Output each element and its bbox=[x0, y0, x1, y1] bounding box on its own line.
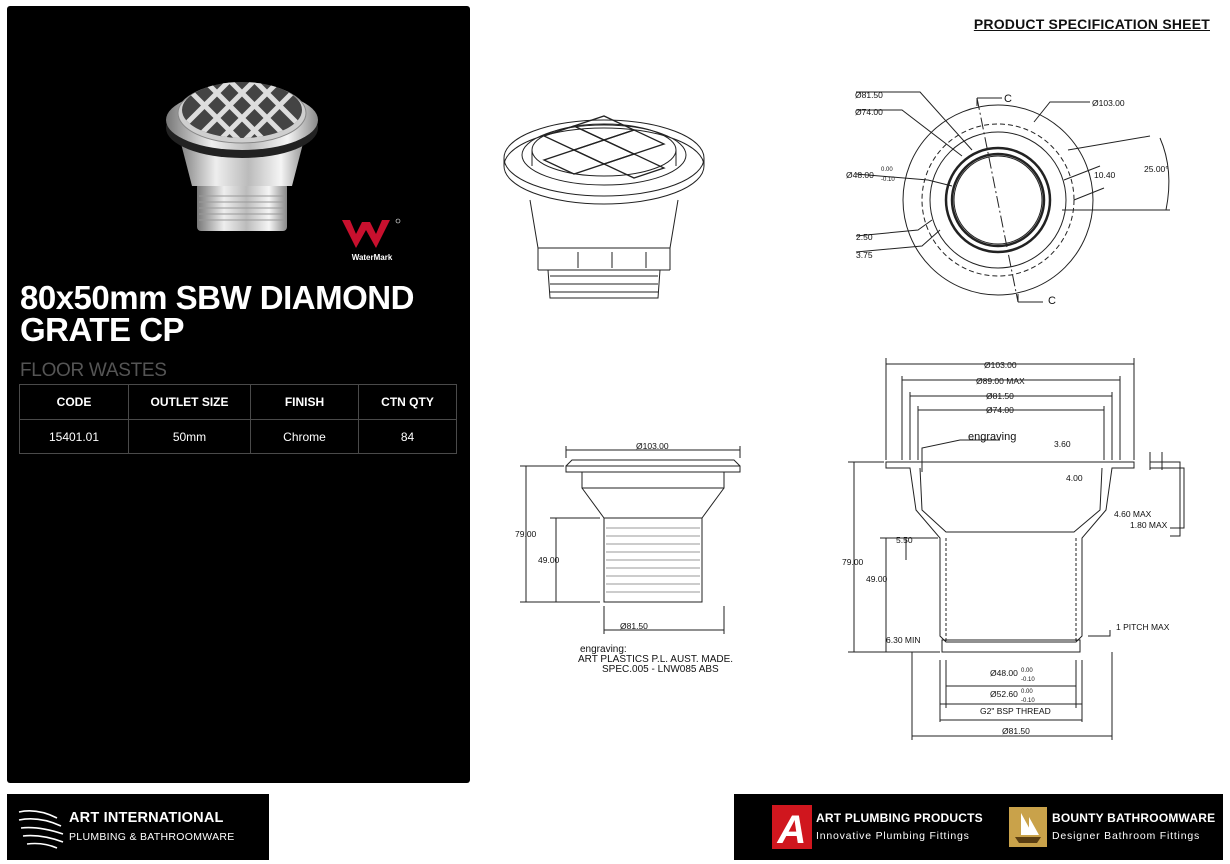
header-ctn-qty: CTN QTY bbox=[358, 384, 457, 420]
watermark-label: WaterMark bbox=[351, 253, 393, 262]
bounty-ship-icon bbox=[1009, 807, 1047, 847]
cell-outlet-size: 50mm bbox=[128, 419, 251, 454]
sec-dim-d5260-tol-dn: -0.10 bbox=[1021, 698, 1035, 704]
sec-dim-d4800-tol-dn: -0.10 bbox=[1021, 677, 1035, 683]
sec-dim-d8150-bottom: Ø81.50 bbox=[1002, 726, 1030, 736]
bounty-name: BOUNTY BATHROOMWARE bbox=[1052, 811, 1216, 825]
side-dim-7900: 79.00 bbox=[515, 529, 537, 539]
art-plumbing-tagline: Innovative Plumbing Fittings bbox=[816, 830, 970, 842]
table-row: 15401.01 50mm Chrome 84 bbox=[19, 419, 457, 454]
product-photo bbox=[166, 82, 318, 231]
sec-dim-360: 3.60 bbox=[1054, 439, 1071, 449]
cell-finish: Chrome bbox=[250, 419, 359, 454]
art-international-name: ART INTERNATIONAL bbox=[69, 810, 224, 826]
dim-d4800: Ø48.00 bbox=[846, 170, 874, 180]
side-view-drawing bbox=[520, 446, 741, 634]
product-title-line2: GRATE CP bbox=[20, 311, 185, 348]
product-category: FLOOR WASTES bbox=[20, 360, 167, 381]
dim-250: 2.50 bbox=[856, 232, 873, 242]
dim-375: 3.75 bbox=[856, 250, 873, 260]
sec-dim-d5260: Ø52.60 bbox=[990, 689, 1018, 699]
product-panel: WaterMark 80x50mm SBW DIAMOND GRATE CP F… bbox=[7, 6, 470, 783]
art-plumbing-logo-letter: A bbox=[777, 808, 807, 849]
bounty-tagline: Designer Bathroom Fittings bbox=[1052, 830, 1201, 842]
product-title: 80x50mm SBW DIAMOND GRATE CP bbox=[20, 279, 460, 348]
sec-dim-d8900: Ø89.00 MAX bbox=[976, 376, 1025, 386]
spec-table-header-row: CODE OUTLET SIZE FINISH CTN QTY bbox=[19, 384, 457, 420]
engraving-line2: SPEC.005 - LNW085 ABS bbox=[602, 664, 719, 675]
sec-dim-d5260-tol-up: 0.00 bbox=[1021, 689, 1033, 695]
cell-code: 15401.01 bbox=[19, 419, 129, 454]
dim-d10300: Ø103.00 bbox=[1092, 98, 1125, 108]
dim-d4800-tol-dn: -0.10 bbox=[881, 177, 895, 183]
sec-dim-d10300: Ø103.00 bbox=[984, 360, 1017, 370]
product-title-line1: 80x50mm SBW DIAMOND bbox=[20, 279, 414, 316]
sec-dim-7900: 79.00 bbox=[842, 557, 864, 567]
side-dim-d8150: Ø81.50 bbox=[620, 621, 648, 631]
dim-d8150: Ø81.50 bbox=[855, 90, 883, 100]
sec-dim-400: 4.00 bbox=[1066, 473, 1083, 483]
sec-dim-550: 5.50 bbox=[896, 535, 913, 545]
art-plumbing-name: ART PLUMBING PRODUCTS bbox=[816, 811, 983, 825]
art-plumbing-logo-icon: A bbox=[772, 805, 812, 849]
sec-dim-460: 4.60 MAX bbox=[1114, 509, 1152, 519]
side-view-labels: Ø103.00 79.00 49.00 Ø81.50 engraving: AR… bbox=[515, 441, 733, 675]
footer-art-international: ART INTERNATIONAL PLUMBING & BATHROOMWAR… bbox=[7, 794, 269, 860]
watermark-logo: WaterMark bbox=[337, 216, 407, 262]
side-dim-4900: 49.00 bbox=[538, 555, 560, 565]
sheet-title: PRODUCT SPECIFICATION SHEET bbox=[973, 16, 1210, 32]
sec-dim-d8150: Ø81.50 bbox=[986, 391, 1014, 401]
section-mark-c-bottom: C bbox=[1048, 295, 1056, 307]
isometric-drawing bbox=[503, 115, 705, 299]
sec-dim-180: 1.80 MAX bbox=[1130, 520, 1168, 530]
dim-angle: 25.00° bbox=[1144, 164, 1169, 174]
sec-engraving: engraving bbox=[968, 431, 1016, 443]
watermark-icon bbox=[342, 218, 401, 248]
top-view-labels: Ø81.50 Ø74.00 Ø103.00 Ø48.00 0.00 -0.10 … bbox=[846, 90, 1169, 307]
side-dim-d10300: Ø103.00 bbox=[636, 441, 669, 451]
header-code: CODE bbox=[19, 384, 129, 420]
spec-table: CODE OUTLET SIZE FINISH CTN QTY 15401.01… bbox=[19, 384, 457, 454]
section-mark-c-top: C bbox=[1004, 93, 1012, 105]
dim-d4800-tol-up: 0.00 bbox=[881, 167, 893, 173]
art-international-wave-icon bbox=[18, 810, 64, 849]
sec-dim-d4800-tol-up: 0.00 bbox=[1021, 668, 1033, 674]
cell-ctn-qty: 84 bbox=[358, 419, 457, 454]
header-outlet-size: OUTLET SIZE bbox=[128, 384, 251, 420]
watermark-w-shape bbox=[342, 220, 390, 248]
dim-1040: 10.40 bbox=[1094, 170, 1116, 180]
engraving-line1: ART PLASTICS P.L. AUST. MADE. bbox=[578, 654, 733, 665]
engraving-label: engraving: bbox=[580, 644, 627, 655]
top-view-drawing bbox=[855, 91, 1170, 303]
footer-brands: A ART PLUMBING PRODUCTS Innovative Plumb… bbox=[734, 794, 1223, 860]
sec-dim-4900: 49.00 bbox=[866, 574, 888, 584]
art-international-tagline: PLUMBING & BATHROOMWARE bbox=[69, 831, 235, 843]
sec-dim-d4800: Ø48.00 bbox=[990, 668, 1018, 678]
sec-dim-630: 6.30 MIN bbox=[886, 635, 921, 645]
sec-dim-d7400: Ø74.00 bbox=[986, 405, 1014, 415]
section-view-labels: Ø103.00 Ø89.00 MAX Ø81.50 Ø74.00 engravi… bbox=[842, 360, 1170, 736]
technical-drawings: Ø81.50 Ø74.00 Ø103.00 Ø48.00 0.00 -0.10 … bbox=[503, 90, 1185, 740]
dim-d7400: Ø74.00 bbox=[855, 107, 883, 117]
section-view-drawing bbox=[848, 358, 1185, 740]
sec-dim-pitch: 1 PITCH MAX bbox=[1116, 622, 1170, 632]
sec-thread: G2" BSP THREAD bbox=[980, 706, 1051, 716]
header-finish: FINISH bbox=[250, 384, 359, 420]
